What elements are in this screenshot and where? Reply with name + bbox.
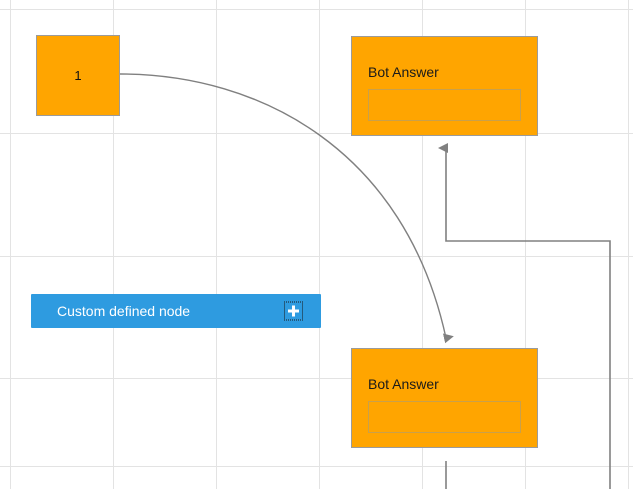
bot-answer-bottom-slot[interactable] <box>368 401 521 433</box>
bot-answer-top-title: Bot Answer <box>368 64 439 80</box>
custom-defined-node-label: Custom defined node <box>57 303 191 319</box>
plus-icon[interactable] <box>284 301 303 321</box>
bot-answer-bottom-title: Bot Answer <box>368 376 439 392</box>
bot-answer-node-top[interactable]: Bot Answer <box>351 36 538 136</box>
edge-curved-node1-to-bot-answer-bottom[interactable] <box>119 73 454 344</box>
bot-answer-node-bottom[interactable]: Bot Answer <box>351 348 538 448</box>
plus-icon-vertical-bar <box>292 305 295 317</box>
node-1[interactable]: 1 <box>36 35 120 116</box>
node-1-label: 1 <box>74 68 82 83</box>
bot-answer-top-slot[interactable] <box>368 89 521 121</box>
custom-defined-node-item[interactable]: Custom defined node <box>31 294 321 328</box>
edge-orthogonal-to-bot-answer-top[interactable] <box>438 143 611 489</box>
